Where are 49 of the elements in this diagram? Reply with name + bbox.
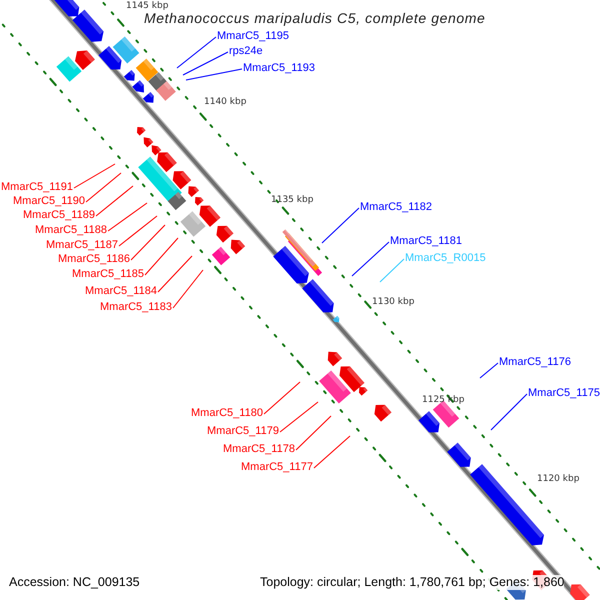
- leader-line: [352, 242, 390, 276]
- gene-label: MmarC5_1181: [390, 235, 462, 248]
- tick-label: 1145 kbp: [126, 1, 168, 11]
- footer-text: Accession: NC_009135: [9, 575, 140, 590]
- leader-line: [182, 52, 228, 76]
- gene-label: MmarC5_1180: [191, 407, 263, 420]
- leader-line: [158, 256, 192, 292]
- leader-line: [186, 68, 242, 80]
- leader-line: [314, 436, 350, 468]
- leader-line: [380, 258, 404, 282]
- tick-label: 1130 kbp: [372, 297, 414, 307]
- leader-line: [322, 208, 360, 244]
- tick-label: 1140 kbp: [204, 97, 246, 107]
- gene-label: MmarC5_1178: [223, 443, 295, 456]
- gene-label: MmarC5_1189: [23, 209, 95, 222]
- gene-label: MmarC5_1175: [528, 387, 600, 400]
- leader-line: [480, 362, 498, 378]
- leader-line: [490, 394, 528, 430]
- leader-line: [118, 216, 158, 246]
- gene-label: MmarC5_1193: [243, 62, 315, 75]
- gene-label: MmarC5_1190: [13, 195, 85, 208]
- gene-label: MmarC5_1179: [207, 425, 279, 438]
- leader-line: [108, 202, 148, 232]
- leader-line: [264, 382, 300, 414]
- gene-label: MmarC5_1195: [217, 30, 289, 43]
- leader-line: [96, 186, 134, 216]
- leader-line: [144, 238, 178, 276]
- leader-line: [74, 164, 116, 188]
- leader-line: [280, 402, 318, 432]
- gene-label: MmarC5_1187: [46, 239, 118, 252]
- gene-label: MmarC5_1184: [85, 285, 157, 298]
- tick-label: 1135 kbp: [271, 195, 314, 205]
- gene-label: MmarC5_1183: [100, 301, 172, 314]
- gene-label: MmarC5_1176: [499, 356, 571, 369]
- leader-line: [296, 416, 332, 450]
- leader-line: [130, 224, 166, 260]
- gene-label: MmarC5_1177: [241, 461, 313, 474]
- gene-label: MmarC5_R0015: [405, 252, 486, 265]
- gene-label: MmarC5_1185: [72, 268, 144, 281]
- tick-label: 1120 kbp: [537, 474, 580, 484]
- gene-label: MmarC5_1191: [1, 181, 73, 194]
- gene-label: rps24e: [229, 45, 263, 58]
- title: Methanococcus maripaludis C5, complete genome: [144, 10, 486, 27]
- leader-line: [176, 36, 216, 68]
- gene-label: MmarC5_1188: [35, 224, 107, 237]
- gene-label: MmarC5_1182: [360, 201, 432, 214]
- leader-line: [172, 270, 204, 308]
- gene-label: MmarC5_1186: [58, 253, 130, 266]
- leader-line: [86, 172, 122, 202]
